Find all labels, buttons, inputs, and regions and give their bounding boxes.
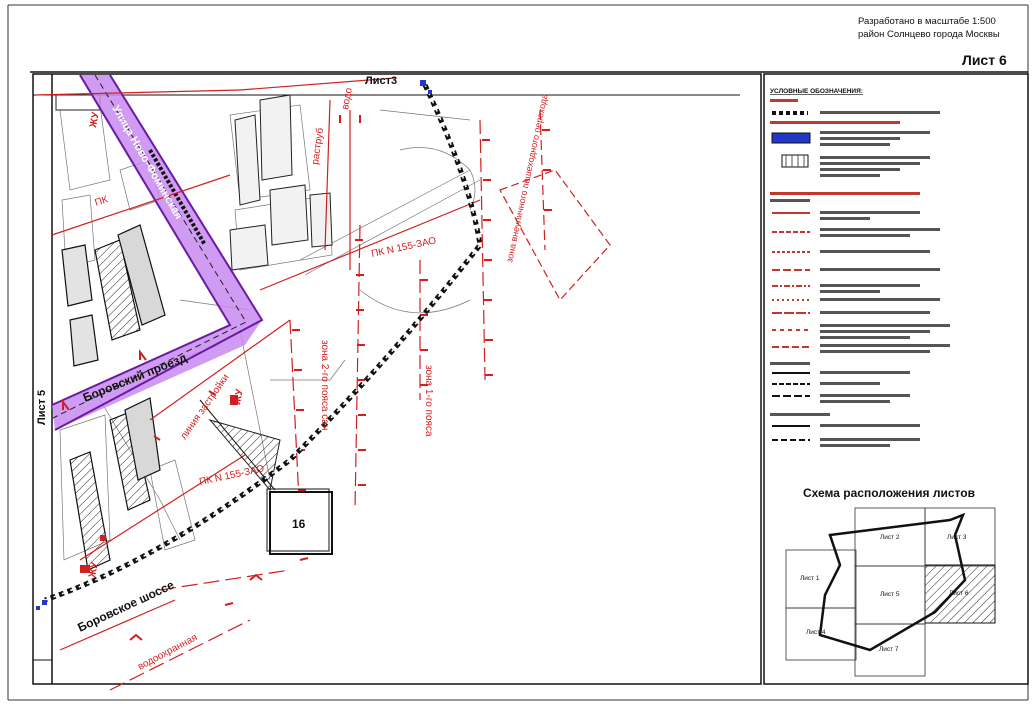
inset-boundary xyxy=(818,512,967,652)
legend-rows xyxy=(770,99,950,447)
inset-title: Схема расположения листов xyxy=(803,486,975,500)
pk-upper-label: ПК N 155-ЗАО xyxy=(370,235,437,260)
rastrub-label: раструб xyxy=(309,127,326,166)
legend-title: УСЛОВНЫЕ ОБОЗНАЧЕНИЯ: xyxy=(770,88,863,95)
legend-panel: УСЛОВНЫЕ ОБОЗНАЧЕНИЯ: xyxy=(763,73,1029,685)
inset-sheet-2[interactable]: Лист 2 xyxy=(880,534,900,541)
inset-sheet-7[interactable]: Лист 7 xyxy=(879,646,899,653)
sheet5-link[interactable]: Лист 5 xyxy=(36,390,48,425)
district-label: район Солнцево города Москвы xyxy=(858,29,1000,40)
inset-current-sheet xyxy=(924,564,996,624)
map-body: Лист3 Лист 5 Улица Ново-Фоминская Боровс… xyxy=(34,74,611,691)
hatched-parcel xyxy=(208,419,281,492)
scale-note: Разработано в масштабе 1:500 xyxy=(858,16,996,27)
road-corridor xyxy=(51,74,264,431)
vodookhrannaya-label: водоохранная xyxy=(136,632,199,672)
zhu-label: ЖУ xyxy=(88,111,102,130)
sheet3-link[interactable]: Лист3 xyxy=(365,75,397,87)
zhu-label-3: ЖУ xyxy=(87,561,101,580)
zone-belt-2-label: зона 2-го пояса сан xyxy=(319,340,330,430)
building-number-label: 16 xyxy=(292,517,306,531)
zone-belt-1-label: зона 1-го пояса xyxy=(423,365,434,437)
zhu-label-2: ЖУ xyxy=(232,388,246,407)
inset-sheet-4[interactable]: Лист 4 xyxy=(806,629,826,636)
inset-sheet-6[interactable]: Лист 6 xyxy=(949,590,969,597)
building-16 xyxy=(266,488,333,555)
sheet-title: Лист 6 xyxy=(962,52,1007,68)
inset-scheme: Схема расположения листов Лист 1 Лист 2 … xyxy=(785,486,996,677)
pk-label: ПК xyxy=(94,194,110,209)
red-boundary-lines xyxy=(34,77,611,691)
vodo-top-label: водо xyxy=(340,87,355,111)
inset-sheet-5[interactable]: Лист 5 xyxy=(880,591,900,598)
inset-sheet-3[interactable]: Лист 3 xyxy=(947,534,967,541)
street-new-fominka-label: Улица Ново-Фоминская xyxy=(109,104,184,222)
inset-sheet-1[interactable]: Лист 1 xyxy=(800,575,820,582)
map-frame xyxy=(32,73,762,685)
